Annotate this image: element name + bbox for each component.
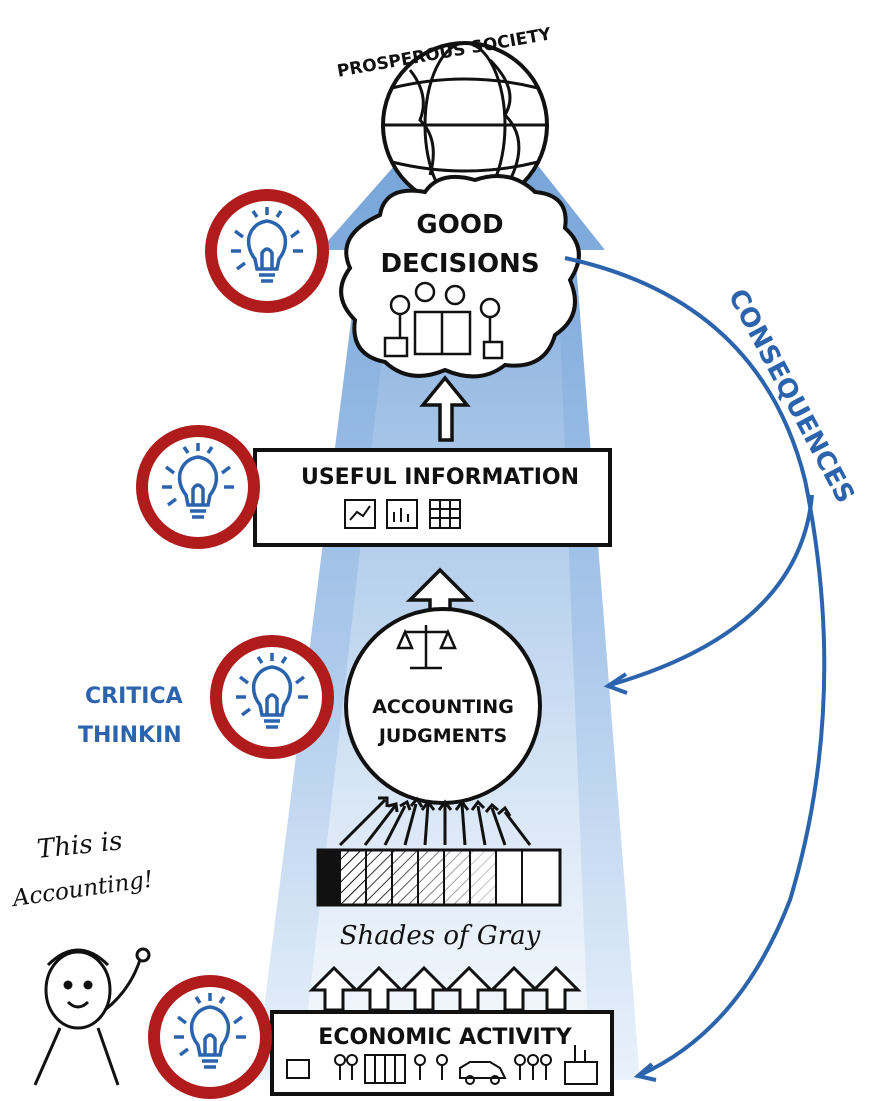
lightbulb-icon — [174, 993, 246, 1069]
good-decisions-line2: DECISIONS — [380, 249, 539, 279]
critical-thinking-line2: THINKIN — [78, 723, 182, 748]
stick-figure — [33, 947, 151, 1086]
shades-of-gray-bar: Shades of Gray — [316, 848, 562, 951]
accounting-judgments-line2: JUDGMENTS — [377, 725, 507, 747]
economic-activity-label: ECONOMIC ACTIVITY — [318, 1025, 572, 1050]
people-icon — [383, 281, 504, 360]
speech-line1: This is — [36, 826, 124, 865]
arrow-info-to-decisions — [419, 375, 471, 442]
critical-thinking-line1: CRITICA — [85, 684, 183, 709]
car-icon — [459, 1061, 507, 1085]
consequences-arrows — [564, 256, 827, 1082]
accounting-judgments-line1: ACCOUNTING — [372, 696, 514, 718]
people-icon — [286, 1054, 552, 1084]
useful-information-label: USEFUL INFORMATION — [301, 465, 579, 490]
speech-line2: Accounting! — [9, 867, 154, 913]
chart-icon — [344, 499, 461, 529]
lightbulb-icon — [231, 207, 303, 283]
lightbulb-highlight-2[interactable] — [136, 425, 260, 549]
lightbulb-highlight-4[interactable] — [148, 975, 272, 1099]
consequences-label: CONSEQUENCES — [722, 284, 860, 508]
good-decisions-line1: GOOD — [416, 210, 503, 240]
gray-to-judgments-arrows — [338, 796, 532, 847]
lightbulb-highlight-3[interactable] — [210, 635, 334, 759]
factory-icon — [564, 1045, 598, 1085]
good-decisions-cloud: GOOD DECISIONS — [339, 174, 581, 379]
shades-of-gray-label: Shades of Gray — [340, 921, 541, 951]
activity-up-arrows — [308, 965, 582, 1012]
lightbulb-icon — [162, 443, 234, 519]
scale-icon — [396, 625, 457, 670]
globe-icon — [381, 41, 549, 209]
accounting-judgments-circle: ACCOUNTING JUDGMENTS — [344, 607, 542, 805]
lightbulb-icon — [236, 653, 308, 729]
useful-information-box: USEFUL INFORMATION — [253, 448, 612, 547]
economic-activity-box: ECONOMIC ACTIVITY — [270, 1010, 614, 1096]
lightbulb-highlight-1[interactable] — [205, 189, 329, 313]
